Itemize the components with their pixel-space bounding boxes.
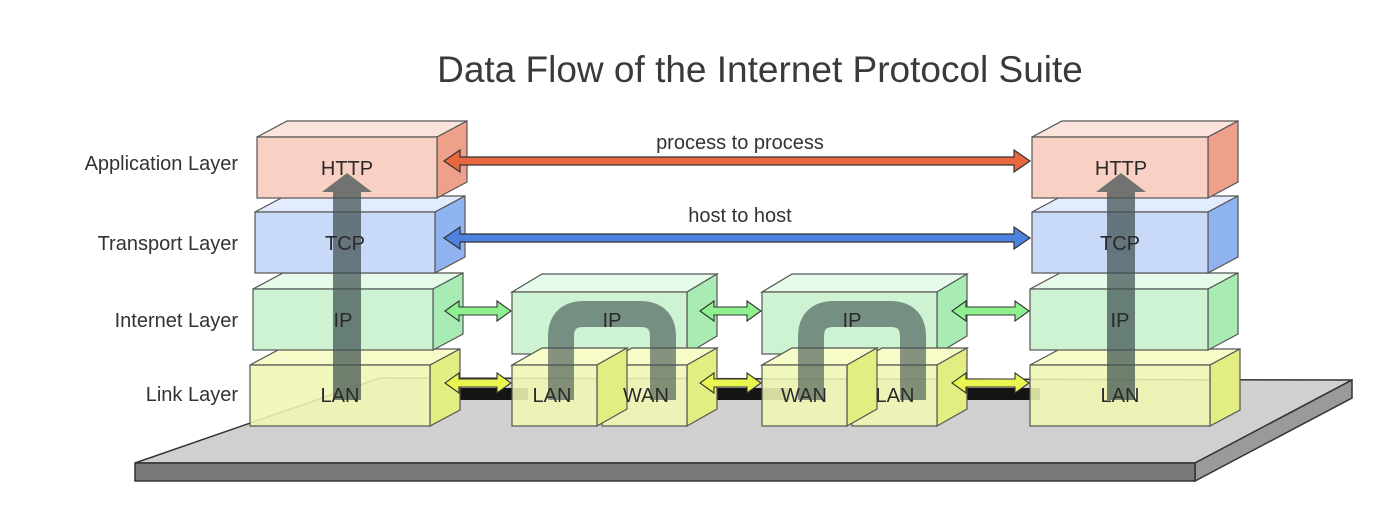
layer-label-link: Link Layer [146,384,239,406]
right-tcp-label: TCP [1100,233,1140,255]
layer-label-application: Application Layer [85,153,239,175]
right-host-stack [1029,120,1241,427]
host-to-host-label: host to host [688,205,792,227]
host-to-host-arrow [442,225,1032,251]
router1-ip-label: IP [603,310,622,332]
router2-data-flow [798,301,926,400]
router1-data-flow [548,301,676,400]
process-to-process-arrow [442,148,1032,174]
router1-lan-label: LAN [533,385,572,407]
left-tcp-label: TCP [325,233,365,255]
internet-layer-arrows [444,299,1030,323]
left-data-flow [322,173,372,400]
left-http-label: HTTP [321,158,373,180]
diagram-title: Data Flow of the Internet Protocol Suite [437,49,1083,90]
right-lan-label: LAN [1101,385,1140,407]
router-2 [759,272,970,428]
process-to-process-label: process to process [656,132,824,154]
left-host-stack [249,120,468,427]
router2-wan-label: WAN [781,385,827,407]
right-http-label: HTTP [1095,158,1147,180]
left-lan-label: LAN [321,385,360,407]
left-ip-label: IP [334,310,353,332]
layer-label-transport: Transport Layer [98,233,239,255]
router2-lan-label: LAN [876,385,915,407]
router2-ip-label: IP [843,310,862,332]
layer-label-internet: Internet Layer [115,310,239,332]
link-layer-arrows [444,371,1030,395]
router1-wan-label: WAN [623,385,669,407]
router-1 [509,272,720,428]
right-ip-label: IP [1111,310,1130,332]
right-data-flow [1096,173,1146,400]
